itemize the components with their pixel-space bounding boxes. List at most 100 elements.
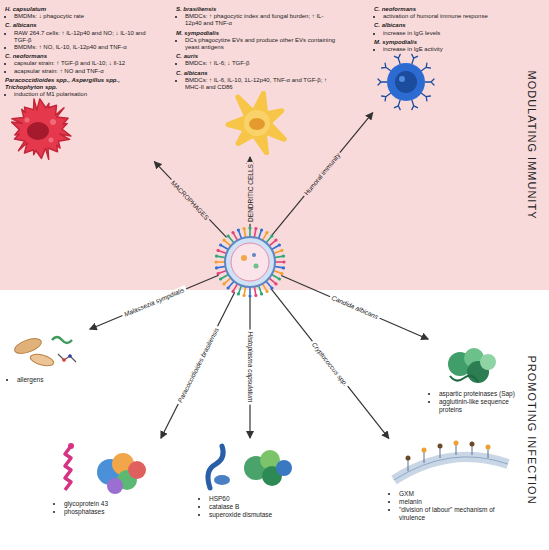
species-heading: M. sympodialis [374, 39, 496, 46]
illustration-svg-part [394, 457, 508, 480]
illustration-svg-part [227, 234, 230, 237]
arrow-label: Histoplasma capsulatum [247, 330, 254, 405]
cell-node: S. brasiliensisBMDCs: ↑ phagocytic index… [176, 4, 338, 155]
bullet-item: allergens [17, 376, 88, 384]
illustration-svg-part [395, 55, 401, 65]
vesicle-node [214, 226, 286, 298]
illustration-svg-part [265, 290, 268, 293]
illustration-svg-part [52, 337, 72, 343]
text-block: aspartic proteinases (Sap)agglutinin-lik… [430, 390, 515, 414]
bullet-item: RAW 264.7 cells: ↑ IL-12p40 and NO; ↓ IL… [14, 30, 153, 44]
illustration-svg [212, 91, 302, 155]
cell-node: H. capsulatumBMDMs: ↓ phagocytic rateC. … [5, 4, 153, 160]
illustration-svg-part [270, 286, 273, 289]
illustration-svg-part [249, 118, 265, 130]
illustration-svg-part [248, 226, 251, 229]
species-heading: C. albicans [374, 22, 496, 29]
text-block: S. brasiliensisBMDCs: ↑ phagocytic index… [176, 6, 338, 91]
illustration-svg-part [382, 63, 391, 71]
species-heading: C. albicans [176, 70, 338, 77]
illustration-svg-part [214, 475, 230, 485]
illustration-svg-part [276, 460, 292, 476]
illustration-svg-part [65, 446, 71, 490]
cell-node: C. neoformansactivation of humoral immun… [374, 4, 496, 111]
arrow-connector [271, 289, 389, 439]
illustration-svg [374, 53, 438, 111]
illustration-svg-part [58, 354, 76, 362]
illustration-svg-part [49, 138, 54, 143]
bullet-item: acapsular strain: ↑ NO and TNF-α [14, 68, 153, 75]
bullet-item: induction of M1 polarisation [14, 91, 153, 98]
illustration-svg-part [228, 93, 284, 153]
cell-node: HSP60catalase Bsuperoxide dismutase [200, 440, 310, 519]
illustration-svg-part [486, 445, 491, 450]
arrow-connector [281, 276, 428, 340]
bullet-item: "division of labour" mechanism of virule… [399, 506, 512, 522]
species-heading: C. neoformans [374, 6, 496, 13]
text-block: glycoprotein 43phosphatases [55, 500, 160, 516]
illustration-svg-part [395, 71, 417, 93]
arrow-label: DENDRITIC CELLS [247, 162, 254, 224]
species-heading: C. auris [176, 53, 338, 60]
species-heading: M. sympodialis [176, 30, 338, 37]
illustration-svg [8, 330, 80, 376]
illustration-svg-part [12, 99, 71, 159]
bullet-item: aspartic proteinases (Sap) [439, 390, 515, 398]
arrow-connector [161, 292, 235, 438]
species-heading: Paracoccidioides spp., Aspergillus spp.,… [5, 77, 153, 91]
illustration-svg-part [254, 294, 257, 297]
illustration-svg-part [128, 461, 146, 479]
bullet-item: BMDMs: ↑ NO, IL-10, IL-12p40 and TNF-α [14, 44, 153, 51]
illustration-svg-part [237, 229, 240, 232]
text-block: C. neoformansactivation of humoral immun… [374, 6, 496, 53]
bullet-item: HSP60 [209, 495, 310, 503]
illustration-svg-part [215, 255, 218, 258]
species-heading: S. brasiliensis [176, 6, 338, 13]
illustration-svg-part [274, 239, 277, 242]
illustration-svg-part [62, 358, 66, 362]
illustration-svg-part [282, 255, 285, 258]
illustration-svg-part [231, 290, 234, 293]
illustration-svg-part [29, 352, 55, 368]
illustration-svg-part [282, 260, 285, 263]
arrow-label: Paracoccidioides brasiliensis [175, 325, 221, 406]
illustration [55, 440, 160, 500]
section-title: PROMOTING INFECTION [526, 355, 538, 504]
arrow-label: Malassezia sympdialis [121, 286, 187, 319]
illustration-svg-part [280, 249, 283, 252]
illustration [5, 98, 153, 160]
bullet-item: superoxide dismutase [209, 511, 310, 519]
illustration-svg-part [412, 100, 418, 110]
illustration-svg-part [438, 444, 443, 449]
bullet-item: BMDCs: ↑ IL-6; ↓ TGF-β [185, 60, 338, 67]
species-heading: C. neoformans [5, 53, 153, 60]
illustration-svg-part [27, 122, 49, 140]
illustration-svg-part [454, 441, 459, 446]
illustration [200, 440, 310, 495]
arrow-connector [90, 275, 219, 329]
illustration [390, 440, 512, 490]
illustration-svg-part [421, 63, 430, 71]
text-block: H. capsulatumBMDMs: ↓ phagocytic rateC. … [5, 6, 153, 98]
illustration-svg-part [225, 237, 275, 287]
illustration-svg [5, 98, 85, 160]
illustration-svg [390, 440, 512, 490]
arrow-label: Cryptococcus spp. [309, 339, 350, 388]
illustration-svg-part [214, 260, 217, 263]
illustration-svg-part [406, 456, 411, 461]
cell-node: allergens [8, 330, 88, 384]
illustration-svg-part [217, 272, 220, 275]
illustration-svg-part [422, 448, 427, 453]
illustration-svg-part [280, 272, 283, 275]
bullet-item: increase in IgG levels [383, 30, 496, 37]
illustration-svg-part [252, 253, 256, 257]
species-heading: H. capsulatum [5, 6, 153, 13]
bullet-item: GXM [399, 490, 512, 498]
illustration-svg-part [382, 93, 391, 101]
illustration-svg-part [241, 255, 247, 261]
illustration-svg-part [219, 243, 222, 246]
illustration-svg-part [282, 266, 285, 269]
illustration-svg-part [227, 286, 230, 289]
bullet-item: DCs phagocytize EVs and produce other EV… [185, 37, 338, 51]
